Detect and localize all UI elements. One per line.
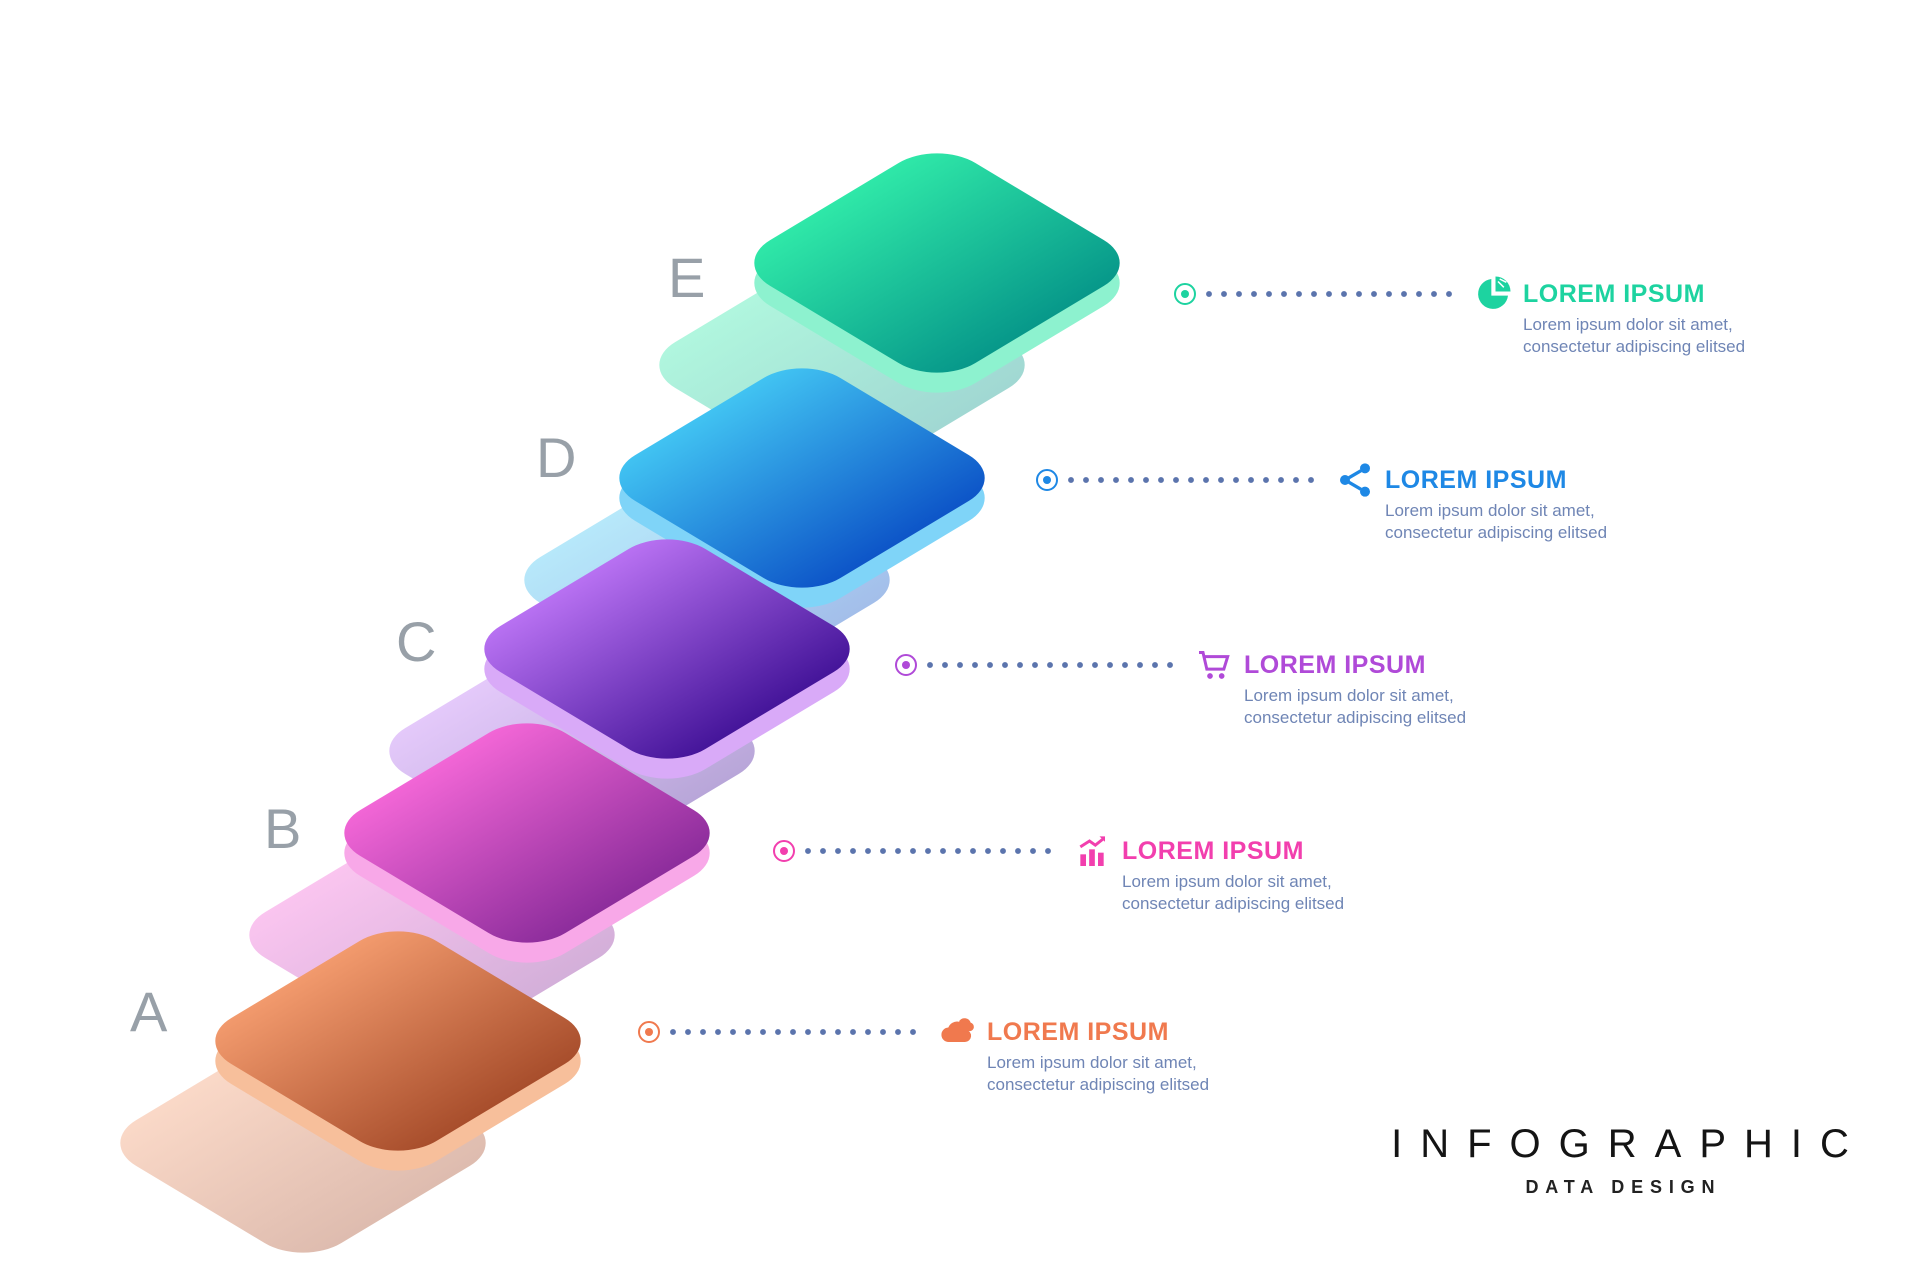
step-title: LOREM IPSUM (1385, 466, 1567, 494)
step-row-b: LOREM IPSUM Lorem ipsum dolor sit amet, … (773, 836, 1422, 915)
infographic-title: INFOGRAPHIC (1391, 1122, 1867, 1166)
step-row-a: LOREM IPSUM Lorem ipsum dolor sit amet, … (638, 1018, 1287, 1096)
step-text-block: LOREM IPSUM Lorem ipsum dolor sit amet, … (1385, 466, 1685, 544)
dotted-connector-line (1206, 291, 1461, 297)
step-description: Lorem ipsum dolor sit amet, consectetur … (1244, 685, 1544, 729)
step-description-line2: consectetur adipiscing elitsed (1523, 337, 1746, 356)
bar-chart-icon (1072, 831, 1112, 871)
step-description: Lorem ipsum dolor sit amet, consectetur … (1523, 314, 1823, 358)
step-letter-b: B (264, 797, 302, 860)
dotted-connector-line (1068, 477, 1323, 483)
step-text-block: LOREM IPSUM Lorem ipsum dolor sit amet, … (987, 1018, 1287, 1096)
step-description-line1: Lorem ipsum dolor sit amet, (987, 1053, 1197, 1072)
step-text-block: LOREM IPSUM Lorem ipsum dolor sit amet, … (1122, 837, 1422, 915)
step-description-line2: consectetur adipiscing elitsed (1385, 523, 1608, 542)
step-description-line1: Lorem ipsum dolor sit amet, (1385, 501, 1595, 520)
step-title: LOREM IPSUM (1244, 651, 1426, 679)
step-description-line1: Lorem ipsum dolor sit amet, (1523, 315, 1733, 334)
step-description: Lorem ipsum dolor sit amet, consectetur … (1122, 871, 1422, 915)
step-description-line1: Lorem ipsum dolor sit amet, (1244, 686, 1454, 705)
connector-origin-dot (638, 1021, 660, 1043)
pie-chart-icon (1473, 274, 1513, 314)
footer-brand: INFOGRAPHIC DATA DESIGN (1391, 1122, 1849, 1198)
connector-origin-dot (895, 654, 917, 676)
step-description-line2: consectetur adipiscing elitsed (987, 1075, 1210, 1094)
connector-origin-dot (773, 840, 795, 862)
dotted-connector-line (670, 1029, 925, 1035)
step-text-block: LOREM IPSUM Lorem ipsum dolor sit amet, … (1523, 280, 1823, 358)
step-letter-d: D (536, 426, 577, 489)
step-title: LOREM IPSUM (1122, 837, 1304, 865)
connector-origin-dot (1174, 283, 1196, 305)
shopping-cart-icon (1194, 645, 1234, 685)
dotted-connector-line (927, 662, 1182, 668)
step-description-line2: consectetur adipiscing elitsed (1122, 894, 1345, 913)
step-letter-a: A (130, 980, 168, 1043)
step-title: LOREM IPSUM (1523, 280, 1705, 308)
step-description-line1: Lorem ipsum dolor sit amet, (1122, 872, 1332, 891)
step-row-c: LOREM IPSUM Lorem ipsum dolor sit amet, … (895, 651, 1544, 729)
step-tile-a (97, 896, 604, 1267)
step-description: Lorem ipsum dolor sit amet, consectetur … (987, 1052, 1287, 1096)
connector-origin-dot (1036, 469, 1058, 491)
step-letter-c: C (396, 610, 437, 673)
step-row-e: LOREM IPSUM Lorem ipsum dolor sit amet, … (1174, 276, 1823, 358)
cloud-icon (937, 1012, 977, 1052)
step-title: LOREM IPSUM (987, 1018, 1169, 1046)
step-description: Lorem ipsum dolor sit amet, consectetur … (1385, 500, 1685, 544)
step-letter-e: E (668, 246, 706, 309)
step-row-d: LOREM IPSUM Lorem ipsum dolor sit amet, … (1036, 463, 1685, 544)
step-text-block: LOREM IPSUM Lorem ipsum dolor sit amet, … (1244, 651, 1544, 729)
step-description-line2: consectetur adipiscing elitsed (1244, 708, 1467, 727)
dotted-connector-line (805, 848, 1060, 854)
infographic-subtitle: DATA DESIGN (1525, 1177, 1722, 1197)
share-icon (1335, 460, 1375, 500)
